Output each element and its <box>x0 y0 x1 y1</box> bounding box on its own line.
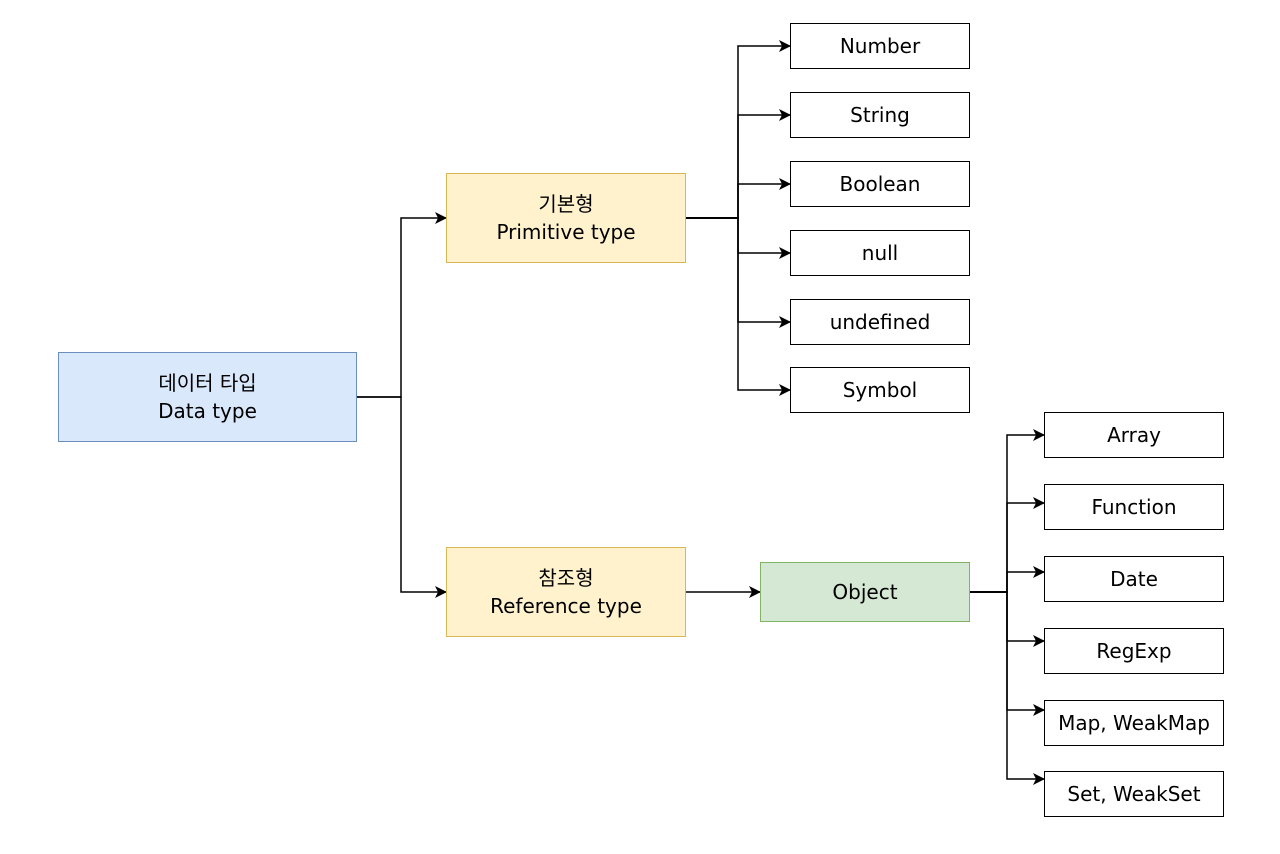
edge-primitive-to-symbol <box>686 217 791 396</box>
primitive-leaf-null[interactable]: null <box>790 230 970 276</box>
primitive-leaf-label: Boolean <box>839 172 921 196</box>
primitive-leaf-label: undefined <box>829 310 931 334</box>
reference-type-label-ko: 참조형 <box>538 566 594 590</box>
primitive-type-label-ko: 기본형 <box>538 192 594 216</box>
primitive-leaf-label: Number <box>839 34 921 58</box>
object-leaf-label: Set, WeakSet <box>1067 782 1201 806</box>
edge-object-to-set <box>970 591 1045 785</box>
primitive-type-label-en: Primitive type <box>496 220 636 244</box>
primitive-leaf-boolean[interactable]: Boolean <box>790 161 970 207</box>
object-leaf-label: Map, WeakMap <box>1058 711 1210 735</box>
object-leaf-label: Date <box>1110 567 1158 591</box>
edge-object-to-date <box>970 566 1045 593</box>
primitive-leaf-label: null <box>861 241 899 265</box>
object-leaf-label: Array <box>1107 423 1161 447</box>
edge-root-to-reference <box>357 396 447 598</box>
data-type-label-ko: 데이터 타입 <box>158 371 257 395</box>
object-node[interactable]: Object <box>760 562 970 622</box>
primitive-leaf-label: String <box>850 103 910 127</box>
data-type-node[interactable]: 데이터 타입 Data type <box>58 352 357 442</box>
object-leaf-map-weakmap[interactable]: Map, WeakMap <box>1044 700 1224 746</box>
edge-primitive-to-boolean <box>686 178 791 219</box>
primitive-leaf-label: Symbol <box>842 378 918 402</box>
object-leaf-label: Function <box>1091 495 1177 519</box>
object-leaf-array[interactable]: Array <box>1044 412 1224 458</box>
primitive-type-node[interactable]: 기본형 Primitive type <box>446 173 686 263</box>
reference-type-label-en: Reference type <box>490 594 642 618</box>
object-leaf-label: RegExp <box>1096 639 1172 663</box>
primitive-leaf-symbol[interactable]: Symbol <box>790 367 970 413</box>
primitive-leaf-undefined[interactable]: undefined <box>790 299 970 345</box>
primitive-leaf-number[interactable]: Number <box>790 23 970 69</box>
object-leaf-regexp[interactable]: RegExp <box>1044 628 1224 674</box>
edge-root-to-primitive <box>357 212 447 398</box>
primitive-leaf-string[interactable]: String <box>790 92 970 138</box>
data-type-label-en: Data type <box>158 399 257 423</box>
reference-type-node[interactable]: 참조형 Reference type <box>446 547 686 637</box>
object-leaf-set-weakset[interactable]: Set, WeakSet <box>1044 771 1224 817</box>
object-label: Object <box>832 580 898 604</box>
object-leaf-date[interactable]: Date <box>1044 556 1224 602</box>
object-leaf-function[interactable]: Function <box>1044 484 1224 530</box>
